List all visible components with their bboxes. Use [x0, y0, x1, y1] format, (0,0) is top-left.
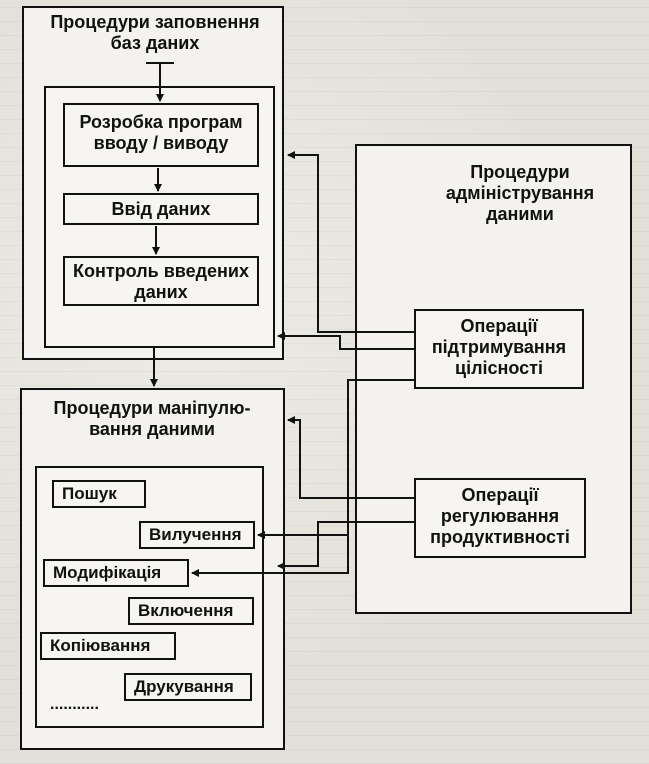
step-input-control-label: Контроль введених даних	[72, 261, 249, 302]
step-io-programs-label: Розробка програм вводу / виводу	[79, 112, 243, 153]
op-include: Включення	[128, 597, 254, 625]
op-print: Друкування	[124, 673, 252, 701]
fill-procedures-title: Процедури заповнення баз даних	[50, 12, 260, 53]
step-input-control	[63, 256, 259, 306]
step-data-input-label: Ввід даних	[111, 199, 211, 219]
integrity-link-delete	[257, 379, 414, 539]
op-copy: Копіювання	[40, 632, 176, 660]
op-delete: Вилучення	[139, 521, 255, 549]
performance-link-lower	[277, 521, 414, 570]
step-io-programs	[63, 103, 259, 167]
performance-operations-box	[414, 478, 586, 558]
manipulation-procedures-title: Процедури маніпулю- вання даними	[53, 398, 251, 439]
operations-ellipsis: ...........	[50, 696, 99, 713]
integrity-link-modify	[191, 535, 349, 577]
integrity-link-lower	[277, 332, 414, 350]
step-data-input	[63, 193, 259, 225]
admin-procedures-title: Процедури адміністрування даними	[445, 162, 595, 224]
op-search: Пошук	[52, 480, 146, 508]
integrity-operations-box	[414, 309, 584, 389]
op-modify: Модифікація	[43, 559, 189, 587]
integrity-link-upper	[287, 151, 414, 333]
performance-operations-label: Операції регулювання продуктивності	[430, 485, 570, 547]
performance-link-upper	[287, 416, 414, 499]
integrity-operations-label: Операції підтримування цілісності	[431, 316, 567, 378]
